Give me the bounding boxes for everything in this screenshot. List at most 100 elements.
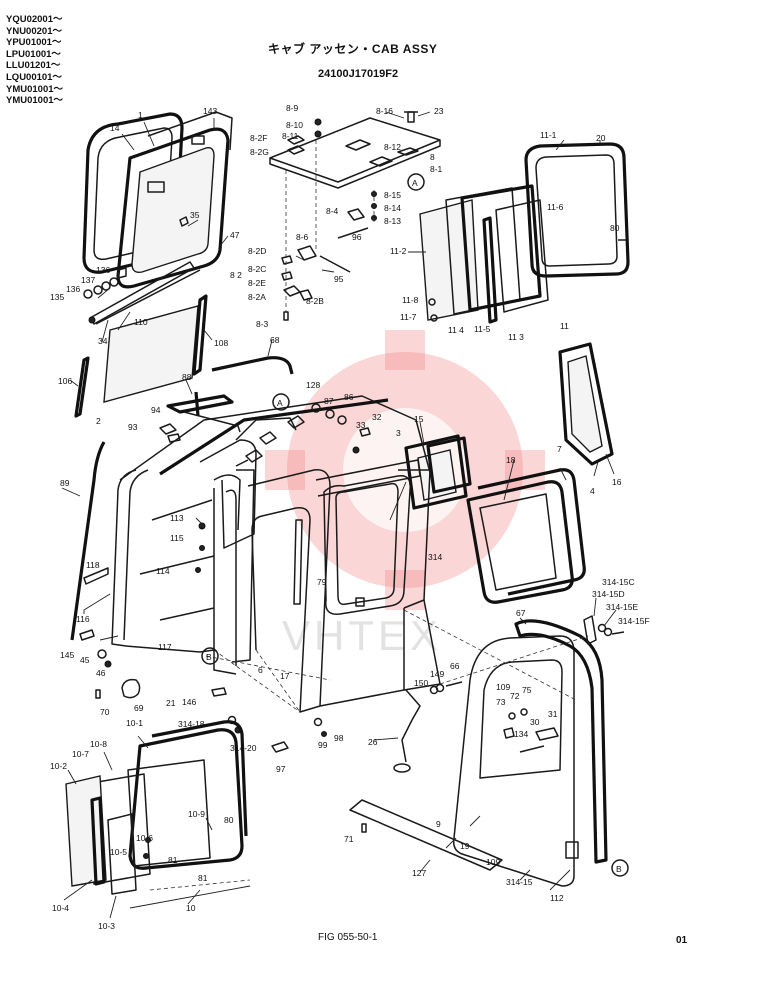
callout: 15 [414,414,424,424]
callout: 68 [270,335,280,345]
reference-mark-a-cab: A [272,393,290,411]
callout: 86 [344,392,354,402]
callout: 8-2G [250,147,269,157]
callout: 4 [590,486,595,496]
callout: 314-15D [592,589,625,599]
callout: 8-3 [256,319,269,329]
callout: 314-20 [230,743,257,753]
lower-rods-34-110 [83,261,201,325]
callout: 118 [86,560,100,570]
callout: 11-1 [540,130,557,140]
lower-front-glass-assy [74,294,208,418]
callout: 81 [198,873,208,883]
callout: 10-7 [72,749,89,759]
callout: 87 [324,396,334,406]
callout: 3 [396,428,401,438]
callout: 98 [334,733,344,743]
callout: 137 [81,275,95,285]
front-left-hardware [79,403,371,753]
callout: 314-15F [618,616,650,626]
roof-rails-68-88 [159,356,294,443]
callout: 8-2C [248,264,266,274]
door-striker-bracket [583,615,625,645]
callout: 23 [434,106,444,116]
callout-labels: 14 1 143 35 47 136 137 136 135 34 110 10… [50,103,650,931]
serial-line: LQU00101～ [6,71,62,83]
callout: 8-12 [384,142,401,152]
callout: 314-15 [506,877,533,887]
svg-text:A: A [277,398,283,408]
callout: 10-3 [98,921,115,931]
callout: 31 [548,709,558,719]
callout: 115 [170,533,184,543]
callout: 8 [430,152,435,162]
callout: 16 [612,477,622,487]
callout: 80 [224,815,234,825]
assembly-part-number: 24100J17019F2 [318,68,399,80]
callout: 10-4 [52,903,69,913]
callout: 8 2 [230,270,242,280]
callout: 67 [516,608,526,618]
callout: 8-2A [248,292,266,302]
callout: 80 [610,223,620,233]
serial-line: LPU01001～ [6,48,61,60]
callout: 71 [344,834,354,844]
leader-lines [61,111,617,919]
serial-line: YNU00201～ [6,25,62,37]
callout: 11-7 [400,312,417,322]
callout: 11-8 [402,295,419,305]
callout: 149 [430,669,444,679]
lower-left-door-glass-assy [65,720,251,895]
callout: 26 [368,737,378,747]
callout: 10 [186,903,196,913]
callout: 10-5 [110,847,127,857]
callout: 1 [138,110,143,120]
side-quarter-glass-assy [558,342,614,466]
callout: 314 [428,552,442,562]
cab-door-assy [403,609,608,887]
callout: 89 [60,478,70,488]
callout: 94 [151,405,161,415]
assembly-title: キャブ アッセン・CAB ASSY [268,42,438,56]
callout: 81 [168,855,178,865]
callout: 45 [80,655,90,665]
callout: 11 3 [508,332,524,342]
serial-line: YQU02001～ [6,14,63,25]
callout: 10-1 [126,718,143,728]
figure-number: FIG 055-50-1 [318,932,378,943]
callout: 150 [414,678,428,688]
callout: 8-10 [286,120,303,130]
callout: 8-16 [376,106,393,116]
serial-line: YPU01001～ [6,37,62,49]
callout: 8-2D [248,246,266,256]
callout: 11-2 [390,246,407,256]
callout: 112 [550,893,564,903]
callout: 47 [230,230,240,240]
callout: 97 [276,764,286,774]
serial-line: LLU01201～ [6,60,61,72]
callout: 73 [496,697,506,707]
callout: 66 [450,661,460,671]
callout: 8-2B [306,296,324,306]
svg-text:A: A [412,178,418,188]
rear-window-assy [419,142,630,324]
callout: 11-5 [474,324,491,334]
reference-mark-b-cab: B [201,647,219,665]
callout: 69 [134,703,144,713]
callout: 127 [412,868,426,878]
callout: 18 [506,455,516,465]
watermark-text: VHTEX [282,612,442,659]
upper-front-window-assy [82,111,233,289]
callout: 19 [460,841,470,851]
callout: 88 [182,372,192,382]
callout: 314-15C [602,577,635,587]
svg-text:B: B [206,652,212,662]
callout: 99 [318,740,328,750]
callout: 11 4 [448,325,464,335]
callout: 9 [436,819,441,829]
callout: 135 [50,292,64,302]
reference-mark-b-door: B [611,859,629,877]
callout: 10-6 [136,833,153,843]
callout: 8-15 [384,190,401,200]
